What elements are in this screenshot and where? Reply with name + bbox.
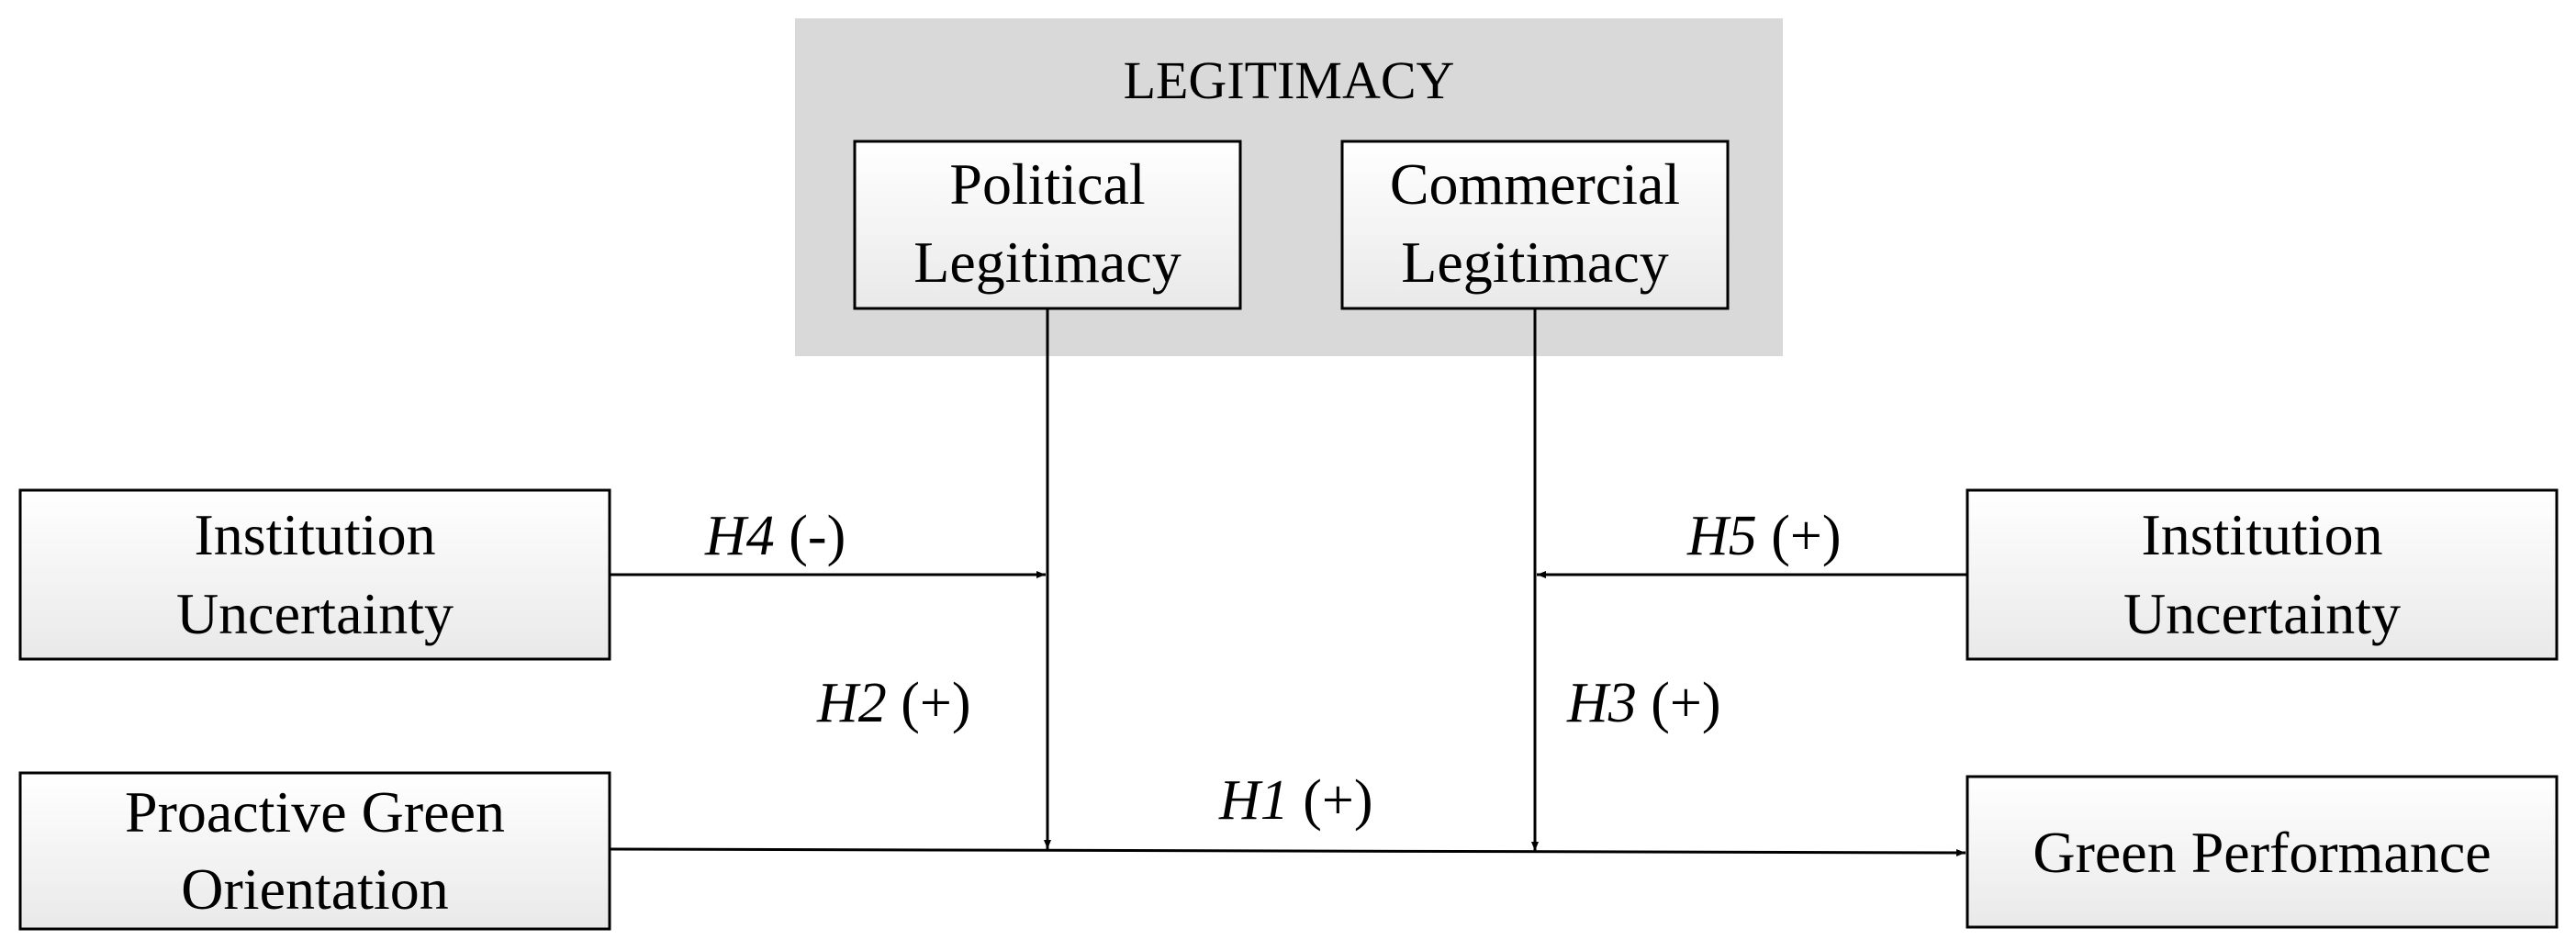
political-legitimacy-line1: Political <box>949 151 1145 217</box>
green-performance-label: Green Performance <box>2033 820 2491 885</box>
proactive-green-orientation-line1: Proactive Green <box>125 779 505 845</box>
commercial-legitimacy-line2: Legitimacy <box>1401 229 1668 295</box>
institution-uncertainty-right-line1: Institution <box>2141 502 2382 567</box>
commercial-legitimacy-node: Commercial Legitimacy <box>1340 140 1730 310</box>
institution-uncertainty-left-line2: Uncertainty <box>176 581 454 646</box>
h5-label: H5 (+) <box>1686 505 1842 567</box>
legitimacy-group-title: LEGITIMACY <box>1124 50 1455 110</box>
institution-uncertainty-left-node: Institution Uncertainty <box>18 488 611 661</box>
institution-uncertainty-left-line1: Institution <box>194 502 435 567</box>
h2-label: H2 (+) <box>816 672 971 734</box>
institution-uncertainty-right-node: Institution Uncertainty <box>1966 488 2559 661</box>
institution-uncertainty-right-line2: Uncertainty <box>2123 581 2401 646</box>
h4-label: H4 (-) <box>704 505 846 567</box>
political-legitimacy-node: Political Legitimacy <box>853 140 1242 310</box>
commercial-legitimacy-line1: Commercial <box>1390 151 1680 217</box>
proactive-green-orientation-node: Proactive Green Orientation <box>18 771 611 931</box>
h3-label: H3 (+) <box>1566 672 1721 734</box>
proactive-green-orientation-line2: Orientation <box>181 856 448 922</box>
political-legitimacy-line2: Legitimacy <box>913 229 1181 295</box>
h1-main-path-arrow <box>609 847 1966 856</box>
h1-label: H1 (+) <box>1218 769 1373 832</box>
green-performance-node: Green Performance <box>1966 775 2559 929</box>
